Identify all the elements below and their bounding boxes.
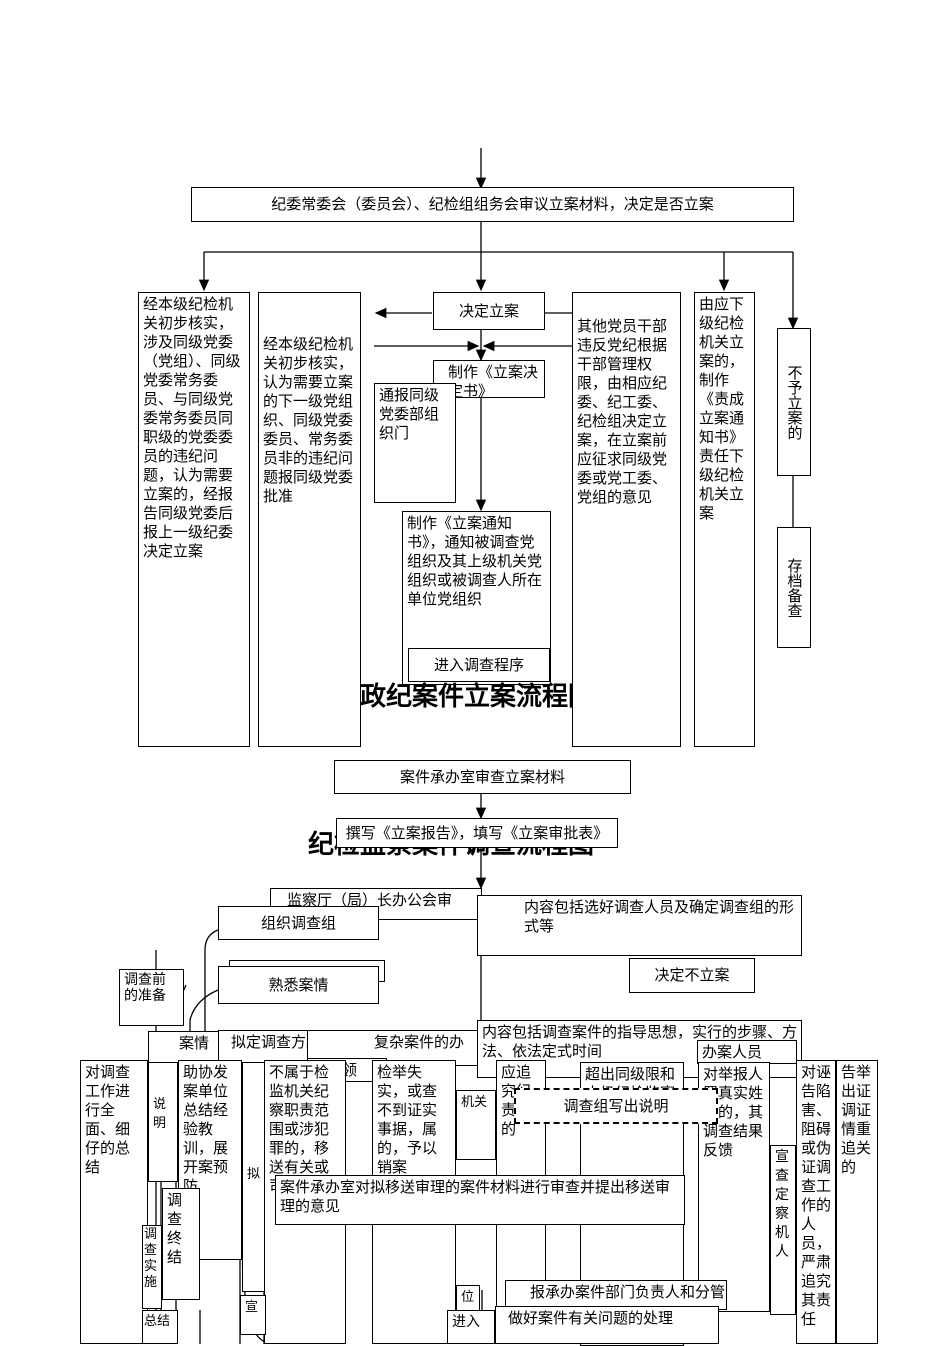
write-report-label: 撰写《立案报告》，填写《立案审批表》	[345, 823, 609, 842]
col-a-text: 对调查工作进行全面、细仔的总结	[85, 1063, 131, 1176]
implement-box: 调查实施	[142, 1225, 162, 1309]
familiarize-box: 熟悉案情	[218, 966, 379, 1004]
report-head-label: 报承办案件部门负责人和分管领导审核审阅	[530, 1283, 726, 1301]
handle-issues-box: 做好案件有关问题的处理	[495, 1306, 719, 1344]
org-team-label: 组织调查组	[260, 913, 336, 932]
side-i-text: 宣查定察机人	[775, 1149, 789, 1260]
branch-col4-text: 其他党员干部违反党纪根据干部管理权限，由相应纪委、纪工委、纪检组决定立案，在立案…	[577, 317, 668, 506]
case-staff-box: 办案人员	[697, 1040, 797, 1064]
summary-box: 总结	[142, 1310, 178, 1344]
partial-case-label: 案情	[179, 1034, 210, 1052]
enter-investigation-label: 进入调查程序	[433, 655, 524, 674]
team-explain-label: 调查组写出说明	[563, 1096, 669, 1115]
review-transfer-box: 案件承办室对拟移送审理的案件材料进行审查并提出移送审理的意见	[275, 1175, 685, 1225]
complex-case-label: 复杂案件的办	[374, 1033, 465, 1051]
make-notice-label: 制作《立案通知书》，通知被调查党组织及其上级机关党组织或被调查人所在单位党组织	[407, 514, 543, 608]
team-content-box: 内容包括选好调查人员及确定调查组的形式等	[477, 895, 802, 956]
col-h2-text: 告举出证调证情重追关的	[841, 1063, 872, 1176]
implement-label: 调查实施	[144, 1227, 158, 1290]
partial-c-box: 宣	[240, 1295, 266, 1335]
partial-c-label: 宣	[245, 1300, 259, 1315]
not-file-decision-label: 决定不立案	[654, 966, 730, 984]
end-label: 调查终结	[167, 1191, 183, 1266]
explain-small-box: 说明	[148, 1062, 178, 1182]
not-filed-label: 不予立案的	[785, 364, 804, 440]
team-content-label: 内容包括选好调查人员及确定调查组的形式等	[524, 898, 795, 935]
enter-investigation-box: 进入调查程序	[408, 648, 550, 682]
branch-col5-text: 由应下级纪检机关立案的，制作《责成立案通知书》责任下级纪检机关立案	[699, 295, 745, 522]
supervision-meeting-label: 监察厅（局）长办公会审	[287, 891, 453, 909]
explain-small-label: 说明	[153, 1097, 167, 1131]
plan-content-label: 内容包括调查案件的指导思想，实行的步骤、方法、依法定式时间	[482, 1023, 798, 1060]
col-g-text: 对举报人署真实姓名的，其调查结果反馈	[703, 1065, 764, 1159]
col-d-text: 检举失实，或查不到证实事据，属的，予以销案	[377, 1063, 438, 1176]
make-decision-box: 制作《立案决定书》	[433, 360, 545, 398]
familiarize-label: 熟悉案情	[268, 975, 329, 994]
office-review-box: 案件承办室审查立案材料	[334, 760, 631, 794]
not-filed-box: 不予立案的	[777, 328, 811, 476]
report-party-box: 通报同级党委部组织门	[374, 383, 456, 503]
overlay-title-1: 政纪案件立案流程图	[360, 682, 572, 712]
org-team-box: 组织调查组	[218, 906, 379, 940]
prep-stage-label: 调查前的准备	[124, 972, 166, 1004]
partial-d-label: 位	[461, 1290, 475, 1305]
make-decision-label: 制作《立案决定书》	[448, 363, 539, 398]
handle-issues-label: 做好案件有关问题的处理	[508, 1309, 674, 1327]
case-staff-label: 办案人员	[702, 1043, 763, 1061]
branch-col1-text: 经本级纪检机关初步核实，涉及同级党委（党组）、同级党委常务委员、与同级党委常务委…	[143, 295, 241, 560]
branch-col2-text: 经本级纪检机关初步核实，认为需要立案的下一级党组织、同级党委委员、常务委员非的违…	[263, 335, 354, 505]
office-review-label: 案件承办室审查立案材料	[399, 767, 565, 786]
partial-d-box: 位	[456, 1285, 480, 1313]
summary-label: 总结	[144, 1314, 171, 1329]
enter-small-box: 进入	[447, 1310, 495, 1344]
council-review-label: 纪委常委会（委员会）、纪检组组务会审议立案材料，决定是否立案	[271, 195, 714, 213]
team-explain-box: 调查组写出说明	[514, 1088, 718, 1124]
write-report-box: 撰写《立案报告》，填写《立案审批表》	[336, 818, 618, 848]
branch-col4-box: 其他党员干部违反党纪根据干部管理权限，由相应纪委、纪工委、纪检组决定立案，在立案…	[572, 292, 681, 747]
col-h2-box: 告举出证调证情重追关的	[836, 1060, 878, 1344]
report-party-label: 通报同级党委部组织门	[379, 386, 440, 442]
council-review-box: 纪委常委会（委员会）、纪检组组务会审议立案材料，决定是否立案	[191, 187, 794, 222]
report-head-box: 报承办案件部门负责人和分管领导审核审阅	[505, 1280, 727, 1310]
branch-col5-box: 由应下级纪检机关立案的，制作《责成立案通知书》责任下级纪检机关立案	[694, 292, 755, 747]
branch-col2-box: 经本级纪检机关初步核实，认为需要立案的下一级党组织、同级党委委员、常务委员非的违…	[258, 292, 361, 747]
partial-b-label: 机关	[461, 1095, 488, 1110]
col-a-box: 对调查工作进行全面、细仔的总结	[80, 1060, 148, 1344]
decide-file-label: 决定立案	[458, 301, 519, 320]
branch-col1-box: 经本级纪检机关初步核实，涉及同级党委（党组）、同级党委常务委员、与同级党委常务委…	[138, 292, 250, 747]
decide-file-box: 决定立案	[433, 292, 545, 330]
partial-e-box: 拟	[242, 1062, 266, 1292]
col-h-text: 对诬告陷害、阻碍或伪证调查工作的人员，严肃追究其责任	[801, 1063, 832, 1328]
enter-small-label: 进入	[452, 1314, 480, 1330]
make-notice-box: 制作《立案通知书》，通知被调查党组织及其上级机关党组织或被调查人所在单位党组织	[402, 511, 551, 685]
col-b-text: 助协发案单位总结经验教训，展开案预防	[183, 1063, 229, 1195]
prep-stage-box: 调查前的准备	[119, 969, 184, 1026]
archive-label: 存档备查	[785, 557, 804, 618]
col-h-box: 对诬告陷害、阻碍或伪证调查工作的人员，严肃追究其责任	[796, 1060, 836, 1344]
partial-e-label: 拟	[247, 1167, 261, 1182]
not-file-decision-box: 决定不立案	[629, 958, 755, 993]
archive-box: 存档备查	[777, 527, 811, 648]
end-box: 调查终结	[162, 1188, 200, 1300]
partial-b-box: 机关	[456, 1090, 496, 1160]
review-transfer-label: 案件承办室对拟移送审理的案件材料进行审查并提出移送审理的意见	[280, 1178, 671, 1215]
side-i-box: 宣查定察机人	[770, 1145, 796, 1315]
